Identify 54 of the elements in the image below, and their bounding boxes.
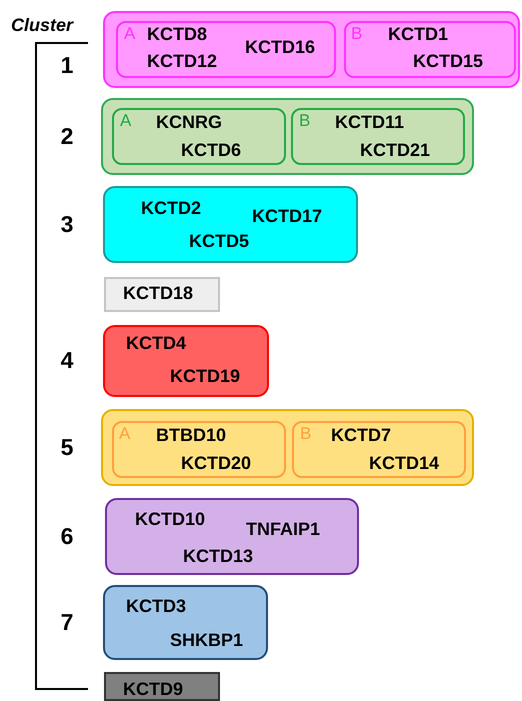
subgroup-box xyxy=(112,108,286,165)
subgroup-box xyxy=(344,21,516,78)
gene-name: KCTD14 xyxy=(369,454,440,472)
gene-box xyxy=(104,277,220,312)
gene-name: BTBD10 xyxy=(156,426,226,444)
cluster-box xyxy=(103,585,268,660)
cluster-number: 3 xyxy=(60,212,74,236)
gene-name: KCTD17 xyxy=(252,207,322,225)
gene-name: KCTD5 xyxy=(189,232,250,250)
subgroup-box xyxy=(291,108,465,165)
gene-name: KCTD8 xyxy=(147,25,208,43)
subgroup-letter: A xyxy=(119,425,130,443)
gene-name: KCTD21 xyxy=(360,141,430,159)
gene-name: KCTD16 xyxy=(245,38,316,56)
gene-name: KCTD4 xyxy=(126,334,186,352)
cluster-number: 5 xyxy=(60,436,74,458)
subgroup-letter: B xyxy=(300,425,312,443)
cluster-box xyxy=(103,186,358,263)
subgroup-letter: A xyxy=(124,25,136,43)
cluster-number: 6 xyxy=(60,524,74,548)
cluster-box xyxy=(103,11,520,88)
gene-name: KCTD7 xyxy=(331,426,392,444)
cluster-number: 4 xyxy=(60,349,74,372)
cluster-box xyxy=(101,98,474,175)
subgroup-box xyxy=(116,21,336,78)
gene-name: KCTD15 xyxy=(413,52,484,70)
gene-name: KCTD2 xyxy=(141,199,202,217)
gene-name: KCNRG xyxy=(156,113,222,131)
subgroup-box xyxy=(292,421,466,478)
subgroup-letter: B xyxy=(351,25,362,43)
subgroup-letter: B xyxy=(299,112,310,130)
gene-name: KCTD12 xyxy=(147,52,218,70)
gene-name: KCTD19 xyxy=(170,367,240,385)
cluster-number: 1 xyxy=(60,54,74,77)
cluster-box xyxy=(103,325,269,397)
subgroup-box xyxy=(112,421,286,478)
gene-name: TNFAIP1 xyxy=(246,520,320,538)
cluster-number: 2 xyxy=(60,124,74,148)
cluster-box xyxy=(101,409,474,486)
gene-name: KCTD18 xyxy=(123,284,194,302)
subgroup-letter: A xyxy=(120,112,132,130)
gene-name: KCTD11 xyxy=(335,113,404,131)
gene-name: KCTD3 xyxy=(126,597,186,615)
gene-name: KCTD20 xyxy=(181,454,252,472)
cluster-box xyxy=(105,498,359,575)
gene-name: SHKBP1 xyxy=(170,631,244,649)
cluster-number: 7 xyxy=(60,610,74,634)
gene-name: KCTD13 xyxy=(183,547,254,565)
gene-name: KCTD6 xyxy=(181,141,242,159)
gene-name: KCTD10 xyxy=(135,510,206,528)
gene-box xyxy=(104,672,220,701)
column-heading: Cluster xyxy=(11,16,74,34)
gene-name: KCTD9 xyxy=(123,680,184,698)
gene-name: KCTD1 xyxy=(388,25,448,43)
